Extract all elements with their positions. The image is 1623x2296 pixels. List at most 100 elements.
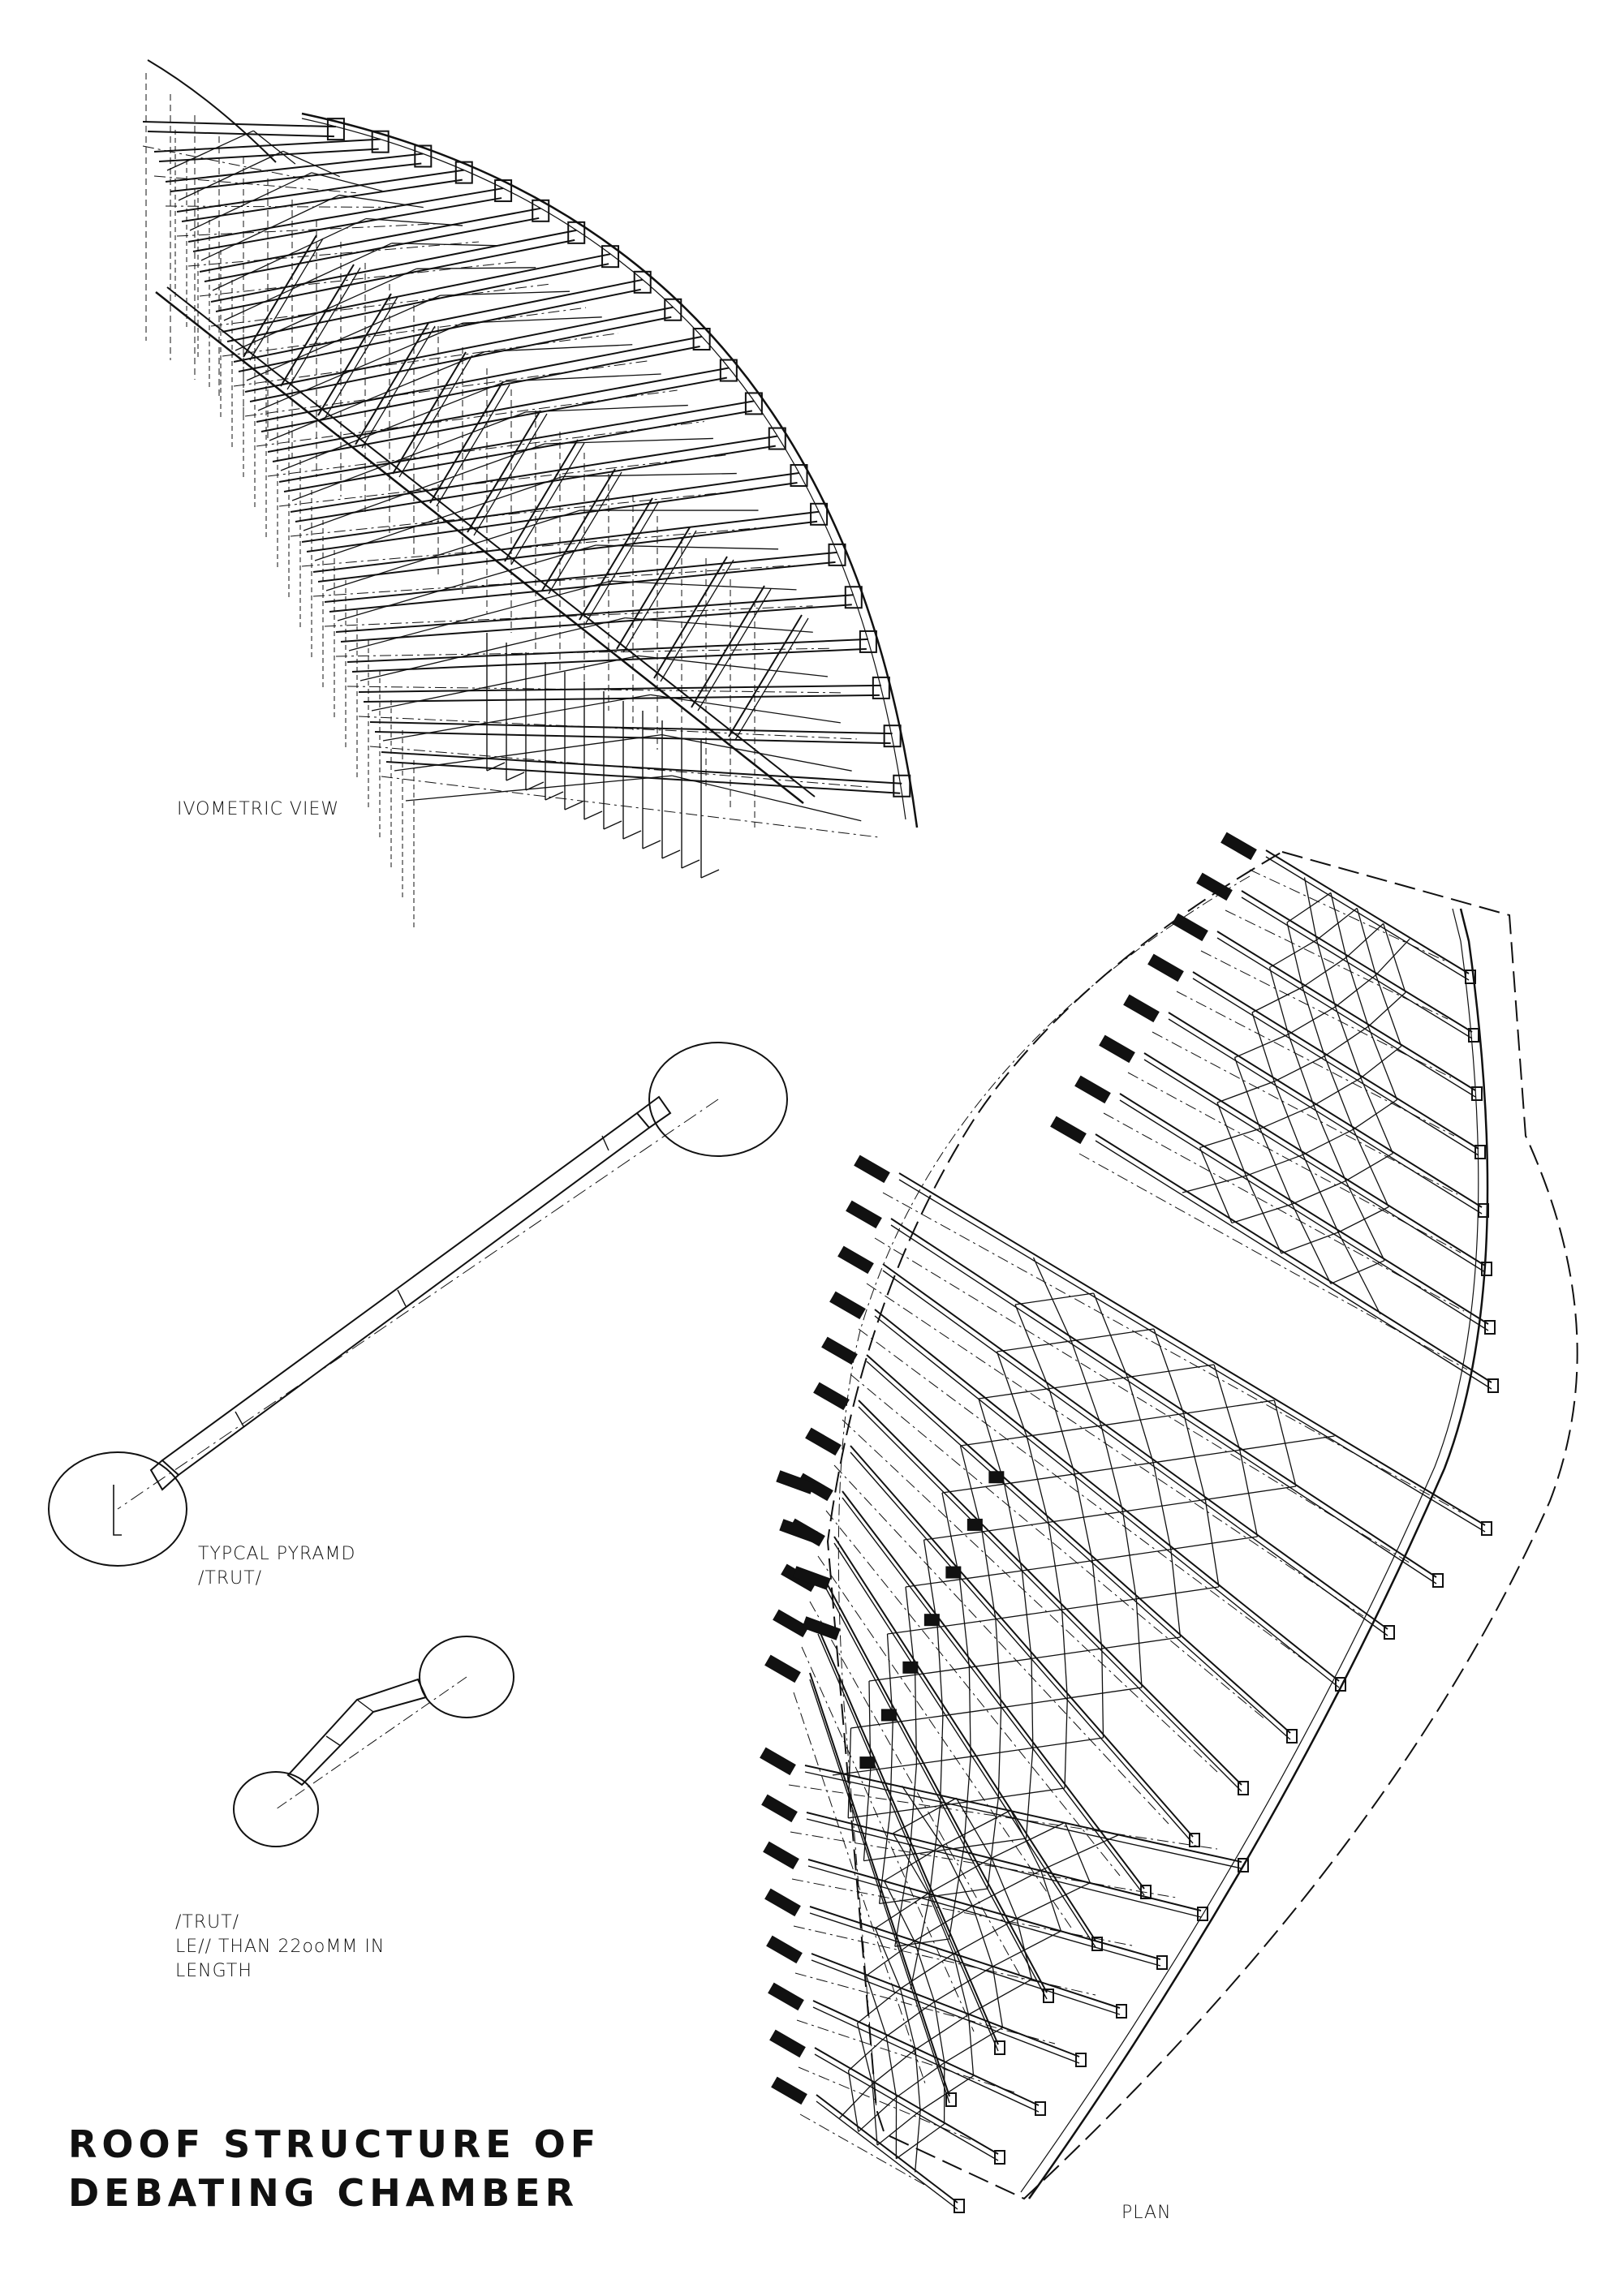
plan-brace	[1286, 892, 1332, 923]
plan-brace	[1231, 1203, 1293, 1224]
plan-brace	[1291, 1203, 1332, 1284]
plan-lone-stub	[802, 1616, 841, 1640]
plan-arm-stub	[837, 1245, 874, 1275]
plan-arm-stub	[846, 1200, 882, 1229]
strut	[392, 351, 467, 475]
construction-line	[222, 307, 587, 357]
rafter-lower	[283, 410, 753, 492]
plan-brace	[941, 1809, 1011, 1847]
plan-centerline	[882, 1192, 1462, 1513]
plan-arm	[1216, 931, 1476, 1091]
plan-arm-edge	[833, 1542, 1096, 1948]
plan-centerline	[793, 1692, 926, 2084]
strut-edge	[510, 442, 585, 565]
rafter	[324, 551, 837, 603]
short-node-bottom	[233, 1771, 319, 1847]
plan-arm-stub	[771, 2076, 807, 2105]
plan-arm-end	[994, 2040, 1005, 2055]
plan-brace	[941, 1845, 974, 1907]
plan-brace	[1302, 1154, 1339, 1233]
plan-arm-edge	[817, 1633, 999, 2052]
plan-arm-end	[1189, 1833, 1200, 1847]
plan-boundary	[826, 851, 1578, 2200]
plan-arm	[1241, 890, 1473, 1033]
plan-centerline	[817, 1555, 1072, 1928]
plan-arm-edge	[809, 1912, 1121, 2015]
plan-brace	[1337, 1232, 1381, 1315]
plan-brace	[893, 1797, 957, 1834]
drawing-title-line-1: ROOF STRUCTURE OF	[68, 2122, 601, 2166]
brace	[365, 217, 463, 226]
strut	[691, 585, 765, 708]
rafter-lower	[374, 731, 891, 745]
rafter	[199, 207, 541, 273]
strut-edge	[286, 267, 361, 390]
plan-centerline	[793, 1925, 1096, 1996]
rafter-lower	[306, 482, 798, 553]
plan-brace	[934, 1966, 993, 2002]
plan-brace	[1356, 908, 1377, 975]
plan-centerline	[866, 1283, 1364, 1617]
plan-brace	[872, 2049, 916, 2085]
plan-arm-end	[1468, 1028, 1479, 1043]
plan-brace	[941, 1483, 1005, 1494]
lower-post-foot	[486, 762, 506, 772]
plan-centerline	[791, 1878, 1137, 1947]
plan-arm	[1192, 971, 1479, 1150]
plan-brace	[910, 1847, 964, 1855]
plan-arm	[1119, 1093, 1489, 1325]
plan-brace	[1268, 967, 1289, 1035]
plan-arm	[898, 1172, 1486, 1526]
rafter	[153, 138, 381, 153]
plan-brace	[937, 1618, 996, 1628]
plan-brace	[1288, 1034, 1315, 1106]
plan-arm-edge	[812, 2006, 1040, 2113]
plan-arm-end	[1384, 1625, 1395, 1640]
plan-brace	[863, 1854, 911, 1862]
plan-brace	[997, 1340, 1072, 1352]
plan-brace	[850, 1722, 893, 1729]
strut	[616, 527, 691, 650]
plan-brace	[1001, 1697, 1068, 1709]
plan-brace	[967, 2014, 975, 2076]
rafter-end-block	[371, 130, 390, 153]
brace	[325, 510, 580, 591]
rafter-end-block	[810, 502, 829, 526]
rafter-end-block	[744, 392, 763, 415]
lower-post-foot	[564, 801, 583, 810]
plan-brace	[895, 2123, 945, 2160]
lower-post-foot	[583, 810, 603, 820]
plan-arm-end	[1075, 2053, 1087, 2067]
plan-brace	[1014, 1292, 1094, 1305]
plan-arm	[804, 1765, 1242, 1863]
plan-arm-end	[1035, 2101, 1046, 2116]
plan-arm	[833, 1536, 1096, 1941]
plan-node	[945, 1566, 962, 1579]
plan-arm	[1168, 1012, 1483, 1208]
strut-edge	[548, 471, 622, 595]
plan-arm-stub	[1123, 994, 1160, 1023]
rafter	[290, 435, 777, 513]
strut-edge	[436, 384, 510, 507]
rafter-end-block	[828, 543, 846, 566]
brace	[280, 381, 506, 471]
plan-arm	[858, 1400, 1242, 1786]
plan-brace	[1048, 1511, 1123, 1524]
plan-brace	[940, 1796, 999, 1807]
plan-brace	[953, 1918, 1018, 1954]
plan-brace	[872, 2083, 878, 2146]
plan-arm	[890, 1218, 1437, 1578]
rafter-end-block	[494, 179, 513, 203]
construction-line	[381, 776, 878, 838]
drawing-title-line-2: DEBATING CHAMBER	[68, 2171, 579, 2215]
pyramid-strut-drawing	[48, 1042, 788, 1567]
rafter-lower	[204, 217, 540, 282]
plan-centerline	[1225, 909, 1449, 1020]
eave-curve-inner	[301, 118, 906, 820]
plan-arm-stub	[766, 1935, 803, 1964]
short-node-top	[419, 1636, 514, 1718]
brace	[303, 443, 545, 531]
short-joint	[356, 1699, 374, 1713]
construction-line	[187, 241, 480, 267]
